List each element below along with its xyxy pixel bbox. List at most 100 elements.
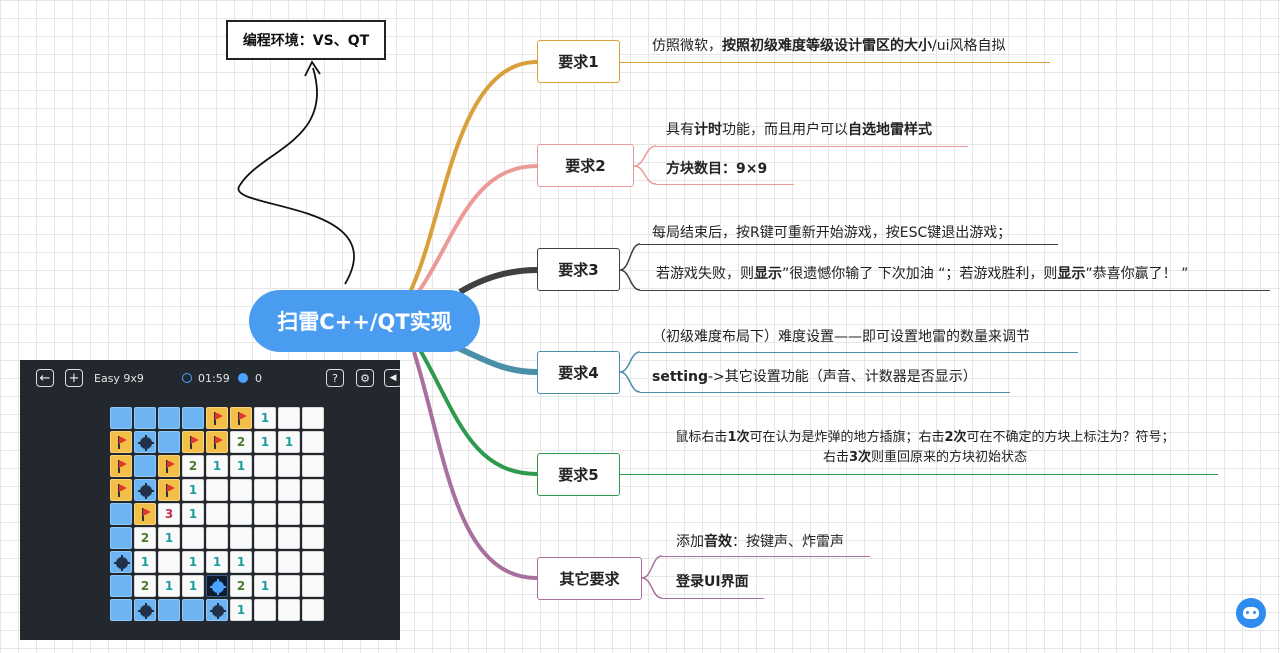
- node-req4[interactable]: 要求4: [537, 351, 620, 394]
- number-cell[interactable]: 1: [230, 599, 252, 621]
- flagged-cell[interactable]: [110, 431, 132, 453]
- revealed-empty-cell[interactable]: [302, 551, 324, 573]
- leaf-other-2[interactable]: 登录UI界面: [676, 574, 749, 590]
- flagged-cell[interactable]: [206, 407, 228, 429]
- mine-cell[interactable]: [134, 479, 156, 501]
- number-cell[interactable]: 3: [158, 503, 180, 525]
- revealed-empty-cell[interactable]: [254, 599, 276, 621]
- number-cell[interactable]: 1: [206, 455, 228, 477]
- number-cell[interactable]: 1: [158, 575, 180, 597]
- mine-cell[interactable]: [134, 599, 156, 621]
- revealed-empty-cell[interactable]: [182, 527, 204, 549]
- flagged-cell[interactable]: [206, 431, 228, 453]
- leaf-req4-1[interactable]: （初级难度布局下）难度设置——即可设置地雷的数量来调节: [652, 329, 1030, 345]
- number-cell[interactable]: 2: [182, 455, 204, 477]
- flagged-cell[interactable]: [230, 407, 252, 429]
- number-cell[interactable]: 1: [254, 575, 276, 597]
- revealed-empty-cell[interactable]: [278, 575, 300, 597]
- revealed-empty-cell[interactable]: [230, 527, 252, 549]
- leaf-req2-1[interactable]: 具有计时功能，而且用户可以自选地雷样式: [666, 122, 932, 138]
- revealed-empty-cell[interactable]: [254, 479, 276, 501]
- sound-speaker-icon[interactable]: ◀: [384, 369, 400, 387]
- revealed-empty-cell[interactable]: [254, 455, 276, 477]
- mine-cell[interactable]: [206, 599, 228, 621]
- leaf-other-1[interactable]: 添加音效：按键声、炸雷声: [676, 534, 844, 550]
- number-cell[interactable]: 1: [230, 551, 252, 573]
- revealed-empty-cell[interactable]: [302, 407, 324, 429]
- flagged-cell[interactable]: [110, 455, 132, 477]
- leaf-req4-2[interactable]: setting->其它设置功能（声音、计数器是否显示）: [652, 369, 977, 385]
- revealed-empty-cell[interactable]: [278, 503, 300, 525]
- covered-cell[interactable]: [110, 575, 132, 597]
- revealed-empty-cell[interactable]: [254, 551, 276, 573]
- revealed-empty-cell[interactable]: [278, 479, 300, 501]
- covered-cell[interactable]: [158, 599, 180, 621]
- exploded-mine-cell[interactable]: [206, 575, 228, 597]
- revealed-empty-cell[interactable]: [278, 551, 300, 573]
- revealed-empty-cell[interactable]: [206, 479, 228, 501]
- flagged-cell[interactable]: [182, 431, 204, 453]
- revealed-empty-cell[interactable]: [302, 503, 324, 525]
- node-req5[interactable]: 要求5: [537, 453, 620, 496]
- settings-gear-icon[interactable]: ⚙: [356, 369, 374, 387]
- leaf-req5-1[interactable]: 鼠标右击1次可在认为是炸弹的地方插旗；右击2次可在不确定的方块上标注为？符号；右…: [675, 430, 1175, 465]
- covered-cell[interactable]: [110, 407, 132, 429]
- covered-cell[interactable]: [158, 431, 180, 453]
- covered-cell[interactable]: [158, 407, 180, 429]
- number-cell[interactable]: 1: [278, 431, 300, 453]
- revealed-empty-cell[interactable]: [230, 503, 252, 525]
- revealed-empty-cell[interactable]: [302, 527, 324, 549]
- flagged-cell[interactable]: [134, 503, 156, 525]
- revealed-empty-cell[interactable]: [278, 527, 300, 549]
- revealed-empty-cell[interactable]: [206, 503, 228, 525]
- number-cell[interactable]: 2: [230, 575, 252, 597]
- number-cell[interactable]: 1: [206, 551, 228, 573]
- covered-cell[interactable]: [110, 503, 132, 525]
- leaf-req1-1[interactable]: 仿照微软，按照初级难度等级设计雷区的大小/ui风格自拟: [652, 38, 1006, 54]
- covered-cell[interactable]: [134, 407, 156, 429]
- number-cell[interactable]: 2: [230, 431, 252, 453]
- revealed-empty-cell[interactable]: [302, 455, 324, 477]
- flagged-cell[interactable]: [110, 479, 132, 501]
- revealed-empty-cell[interactable]: [302, 575, 324, 597]
- revealed-empty-cell[interactable]: [302, 431, 324, 453]
- number-cell[interactable]: 1: [158, 527, 180, 549]
- covered-cell[interactable]: [134, 455, 156, 477]
- revealed-empty-cell[interactable]: [278, 407, 300, 429]
- covered-cell[interactable]: [110, 599, 132, 621]
- number-cell[interactable]: 1: [182, 503, 204, 525]
- number-cell[interactable]: 2: [134, 527, 156, 549]
- number-cell[interactable]: 1: [254, 407, 276, 429]
- leaf-req2-2[interactable]: 方块数目：9×9: [666, 161, 768, 177]
- new-game-plus-icon[interactable]: +: [65, 369, 83, 387]
- number-cell[interactable]: 1: [134, 551, 156, 573]
- flagged-cell[interactable]: [158, 479, 180, 501]
- mine-cell[interactable]: [110, 551, 132, 573]
- node-req2[interactable]: 要求2: [537, 144, 634, 187]
- revealed-empty-cell[interactable]: [230, 479, 252, 501]
- revealed-empty-cell[interactable]: [278, 599, 300, 621]
- revealed-empty-cell[interactable]: [254, 527, 276, 549]
- env-note-box[interactable]: 编程环境：VS、QT: [226, 20, 386, 60]
- leaf-req3-2[interactable]: 若游戏失败，则显示”很遗憾你输了 下次加油 “；若游戏胜利，则显示”恭喜你赢了！…: [656, 266, 1189, 282]
- number-cell[interactable]: 1: [182, 575, 204, 597]
- mine-cell[interactable]: [134, 431, 156, 453]
- covered-cell[interactable]: [182, 599, 204, 621]
- node-other[interactable]: 其它要求: [537, 557, 642, 600]
- node-req3[interactable]: 要求3: [537, 248, 620, 291]
- revealed-empty-cell[interactable]: [302, 599, 324, 621]
- node-req1[interactable]: 要求1: [537, 40, 620, 83]
- revealed-empty-cell[interactable]: [278, 455, 300, 477]
- number-cell[interactable]: 1: [230, 455, 252, 477]
- number-cell[interactable]: 1: [254, 431, 276, 453]
- leaf-req3-1[interactable]: 每局结束后，按R键可重新开始游戏，按ESC键退出游戏；: [652, 225, 1012, 241]
- covered-cell[interactable]: [110, 527, 132, 549]
- number-cell[interactable]: 1: [182, 479, 204, 501]
- number-cell[interactable]: 2: [134, 575, 156, 597]
- flagged-cell[interactable]: [158, 455, 180, 477]
- root-node[interactable]: 扫雷C++/QT实现: [249, 290, 480, 352]
- assistant-bot-icon[interactable]: [1236, 598, 1266, 628]
- revealed-empty-cell[interactable]: [206, 527, 228, 549]
- revealed-empty-cell[interactable]: [158, 551, 180, 573]
- revealed-empty-cell[interactable]: [302, 479, 324, 501]
